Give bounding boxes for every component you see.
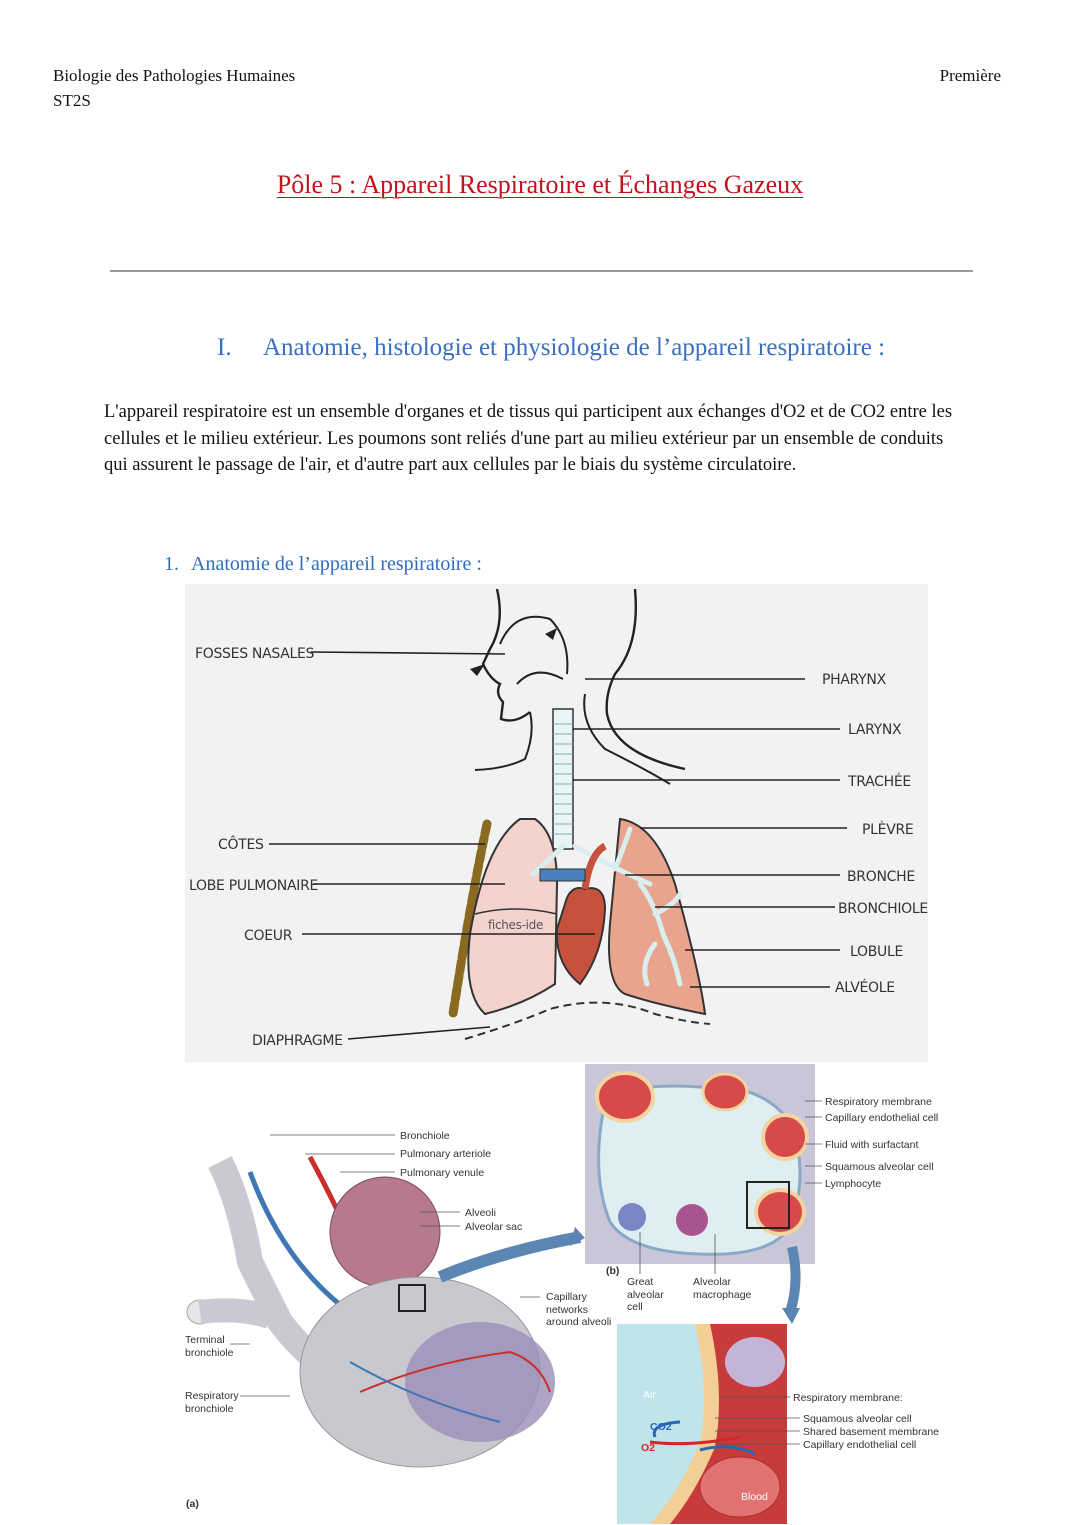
alveoli-figure: Bronchiole Pulmonary arteriole Pulmonary… — [185, 1064, 939, 1524]
label-lobule: LOBULE — [850, 944, 903, 960]
label-bronchiole: Bronchiole — [400, 1130, 450, 1142]
label-alveolar-macrophage: Alveolar macrophage — [693, 1276, 752, 1301]
label-bronche: BRONCHE — [847, 869, 915, 885]
anatomy-illustration: FOSSES NASALES CÔTES LOBE PULMONAIRE COE… — [189, 588, 928, 1049]
label-pulmonary-arteriole: Pulmonary arteriole — [400, 1148, 491, 1160]
label-lymphocyte: Lymphocyte — [825, 1178, 881, 1190]
horizontal-divider — [110, 270, 973, 272]
section-title: Anatomie, histologie et physiologie de l… — [263, 334, 886, 361]
label-pulmonary-venule: Pulmonary venule — [400, 1167, 484, 1179]
label-great-alveolar-cell: Great alveolar cell — [627, 1276, 664, 1313]
label-fosses-nasales: FOSSES NASALES — [195, 646, 315, 662]
page-title: Pôle 5 : Appareil Respiratoire et Échang… — [276, 170, 804, 199]
panel-a-illustration — [186, 1155, 585, 1468]
watermark: fiches-ide — [488, 918, 543, 932]
panel-c-illustration — [617, 1324, 787, 1524]
panel-a-marker: (a) — [186, 1498, 199, 1510]
label-plevre: PLÈVRE — [862, 821, 913, 838]
subsection-number: 1. — [164, 553, 179, 575]
label-lobe-pulmonaire: LOBE PULMONAIRE — [189, 878, 318, 894]
label-o2: O2 — [641, 1442, 655, 1454]
label-terminal-bronchiole: Terminal bronchiole — [185, 1334, 234, 1359]
panel-b-illustration — [585, 1064, 815, 1324]
course-level: Première — [939, 66, 1001, 85]
label-cotes: CÔTES — [218, 835, 264, 853]
label-alveoli: Alveoli — [465, 1207, 496, 1219]
subsection-title: Anatomie de l’appareil respiratoire : — [191, 553, 482, 575]
panel-b-marker: (b) — [606, 1265, 619, 1277]
label-coeur: COEUR — [244, 928, 293, 944]
label-alveole: ALVÉOLE — [835, 979, 895, 996]
label-capillary-endothelial-cell: Capillary endothelial cell — [825, 1112, 938, 1124]
label-diaphragme: DIAPHRAGME — [252, 1033, 343, 1049]
label-respiratory-bronchiole: Respiratory bronchiole — [185, 1390, 239, 1415]
label-squamous-alveolar-cell: Squamous alveolar cell — [825, 1161, 934, 1173]
section-number: I. — [217, 334, 232, 361]
course-subject: Biologie des Pathologies Humaines — [53, 66, 296, 85]
subsection-heading: 1. Anatomie de l’appareil respiratoire : — [164, 553, 482, 576]
label-membrane-squamous: Squamous alveolar cell — [803, 1413, 912, 1425]
label-capillary-networks: Capillary networks around alveoli — [546, 1291, 612, 1328]
anatomy-figure: FOSSES NASALES CÔTES LOBE PULMONAIRE COE… — [185, 584, 928, 1062]
label-larynx: LARYNX — [848, 722, 902, 738]
label-membrane-basement: Shared basement membrane — [803, 1426, 939, 1438]
label-trachee: TRACHÉE — [847, 773, 911, 790]
label-respiratory-membrane-title: Respiratory membrane: — [793, 1392, 903, 1404]
label-fluid-with-surfactant: Fluid with surfactant — [825, 1139, 918, 1151]
label-pharynx: PHARYNX — [822, 672, 887, 688]
course-class: ST2S — [53, 91, 91, 110]
label-co2: CO2 — [650, 1421, 672, 1433]
label-bronchiole: BRONCHIOLE — [838, 901, 928, 917]
label-membrane-endothelial: Capillary endothelial cell — [803, 1439, 916, 1451]
label-alveolar-sac: Alveolar sac — [465, 1221, 522, 1233]
label-respiratory-membrane: Respiratory membrane — [825, 1096, 932, 1108]
label-blood: Blood — [741, 1491, 768, 1503]
label-air: Air — [643, 1389, 656, 1401]
intro-paragraph: L'appareil respiratoire est un ensemble … — [104, 402, 953, 475]
